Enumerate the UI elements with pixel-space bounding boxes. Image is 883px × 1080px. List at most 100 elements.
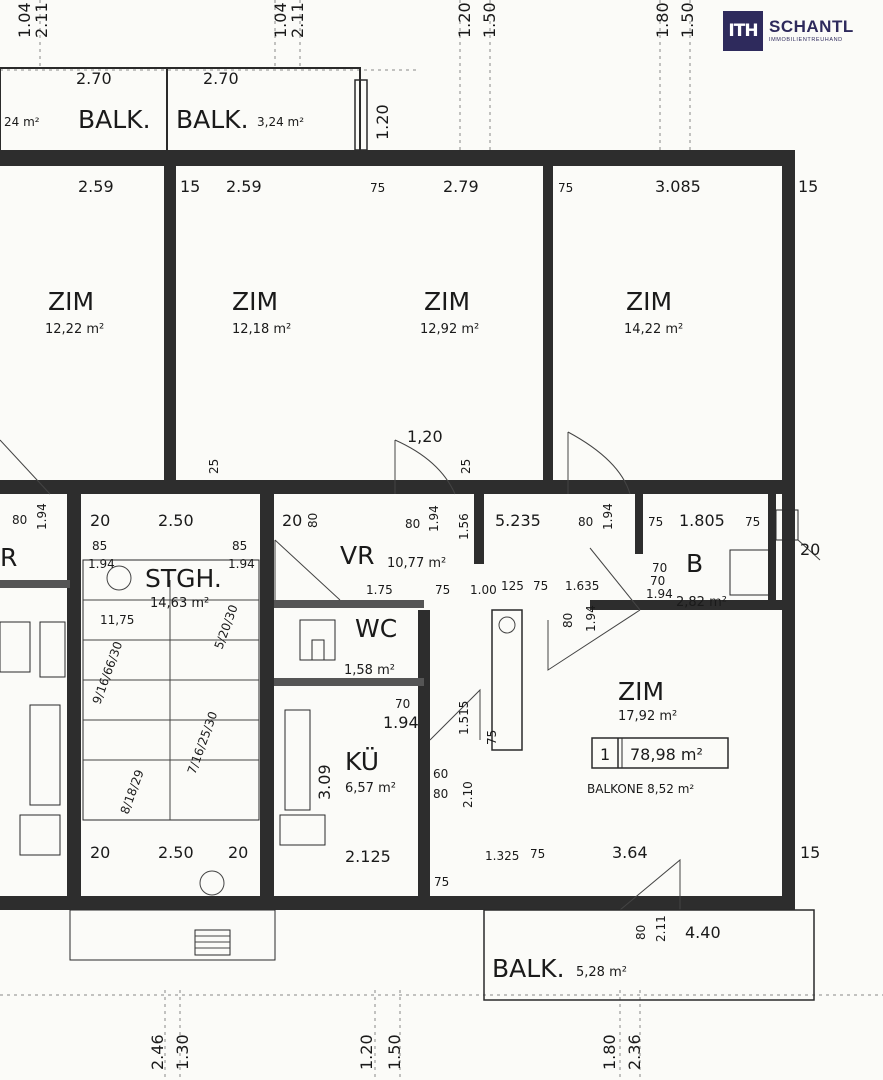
edge-dim: 1.04 [271,2,290,38]
door-swings [0,431,681,911]
dim-label: 5/20/30 [212,603,241,651]
dim-label: 1.635 [565,579,599,593]
dim-label: 75 [648,515,663,529]
logo-mark: ITH [723,11,763,51]
unit-number: 1 [600,745,610,764]
edge-dim: 1.50 [385,1034,404,1070]
edge-dim: 1.20 [455,2,474,38]
zim5-label: ZIM [618,677,664,706]
room-labels: BALK. 24 m² BALK. 3,24 m² ZIM 12,22 m² Z… [0,105,727,983]
dim-label: 9/16/66/30 [90,640,126,706]
dim-label: 1.325 [485,849,519,863]
dim-label: 1.515 [457,701,471,735]
dim-label: 3.09 [315,764,334,800]
dim-label: 1.94 [646,587,673,601]
dim-label: 8/18/29 [118,768,147,816]
dim-label: 85 [92,539,107,553]
zim1-area: 12,22 m² [45,322,104,337]
b-area: 2,82 m² [676,595,727,610]
dim-label: 125 [501,579,524,593]
dim-label: 75 [435,583,450,597]
dim-label: 75 [745,515,760,529]
dim-label: 1.94 [383,713,419,732]
dim-label: 1.94 [427,505,441,532]
balk-top-mid-label: BALK. [176,105,249,134]
dim-label: 80 [12,513,27,527]
edge-dim: 1.04 [15,2,34,38]
dim-label: 1.20 [373,104,392,140]
unit-box [591,737,729,769]
b-label: B [686,549,703,578]
zim5-area: 17,92 m² [618,709,677,724]
dim-label: 80 [433,787,448,801]
dim-label: 15 [180,177,200,196]
wc-area: 1,58 m² [344,663,395,678]
dim-label: 1.75 [366,583,393,597]
balk-top-left-label: BALK. [78,105,151,134]
zim3-area: 12,92 m² [420,322,479,337]
staircase [69,559,276,961]
dim-label: 1.94 [584,605,598,632]
dim-label: 2.59 [226,177,262,196]
dim-label: 80 [634,925,648,940]
company-logo: ITH SCHANTL IMMOBILIENTREUHAND [723,11,873,51]
dim-label: 15 [800,843,820,862]
dim-label: 3.64 [612,843,648,862]
dim-label: 70 [652,561,667,575]
edge-dim: 2.11 [32,2,51,38]
dim-label: 1.94 [35,503,49,530]
edge-dim: 1.50 [480,2,499,38]
dim-label: 85 [232,539,247,553]
dim-label: 25 [459,459,473,474]
dimension-labels: 2.70 2.70 1.20 2.59 15 2.59 75 2.79 75 3… [12,69,820,942]
balk-top-left-area: 24 m² [4,115,40,129]
dim-label: 2.50 [158,511,194,530]
dim-label: 75 [558,181,573,195]
dim-label: 2.70 [203,69,239,88]
balkone-area: BALKONE 8,52 m² [587,782,694,796]
edge-dim: 1.20 [357,1034,376,1070]
dim-label: 60 [433,767,448,781]
balk-bottom-area: 5,28 m² [576,965,627,980]
bottom-balcony [483,909,815,1001]
dim-label: 1.00 [470,583,497,597]
zim3-label: ZIM [424,287,470,316]
stgh-label: STGH. [145,564,222,593]
edge-dim: 1.80 [600,1034,619,1070]
dim-label: 2.59 [78,177,114,196]
dim-label: 2.79 [443,177,479,196]
dim-label: 11,75 [100,613,134,627]
dim-label: 2.11 [654,915,668,942]
edge-dim: 1.30 [173,1034,192,1070]
dim-label: 2.125 [345,847,391,866]
dim-label: 75 [485,730,499,745]
ku-area: 6,57 m² [345,781,396,796]
vr-label: VR [340,541,374,570]
balk-top-mid-area: 3,24 m² [257,115,304,129]
dim-label: 20 [90,843,110,862]
dim-label: 20 [90,511,110,530]
dim-label: 75 [370,181,385,195]
ku-label: KÜ [345,747,379,776]
unit-area: 78,98 m² [630,745,703,764]
edge-dim: 2.46 [148,1034,167,1070]
edge-dim: 2.11 [288,2,307,38]
zim4-area: 14,22 m² [624,322,683,337]
dim-label: 80 [306,513,320,528]
dim-label: 1.94 [601,503,615,530]
dim-label: 1.94 [88,557,115,571]
balk-bottom-label: BALK. [492,954,565,983]
edge-dim: 1.80 [653,2,672,38]
dim-label: 75 [434,875,449,889]
dim-label: 80 [561,613,575,628]
dim-label: 2.10 [461,781,475,808]
dim-label: 20 [228,843,248,862]
zim1-label: ZIM [48,287,94,316]
zim4-label: ZIM [626,287,672,316]
dim-label: 1,20 [407,427,443,446]
dim-label: 15 [798,177,818,196]
dim-label: 3.085 [655,177,701,196]
dim-label: 1.805 [679,511,725,530]
dim-label: 2.70 [76,69,112,88]
walls [0,150,795,910]
